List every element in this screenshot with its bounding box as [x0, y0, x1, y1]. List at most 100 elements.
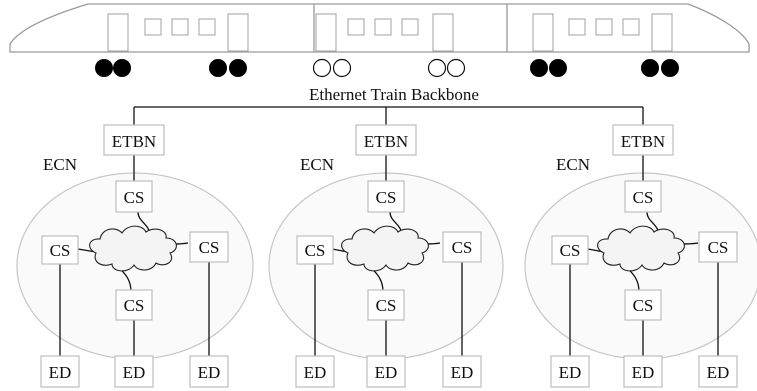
switch-label: CS — [633, 296, 654, 315]
etbn-box — [103, 124, 165, 156]
end-device-label: ED — [451, 363, 474, 382]
ecn-label: ECN — [43, 155, 77, 174]
car-door — [227, 13, 249, 52]
train-body-outline — [9, 3, 750, 53]
car-window — [595, 18, 613, 36]
car-window — [401, 18, 419, 36]
network-cloud — [341, 225, 429, 272]
wheel-powered — [95, 59, 113, 77]
ecn-label: ECN — [556, 155, 590, 174]
switch-bottom: CS — [367, 289, 405, 321]
end-device-box — [366, 355, 406, 388]
switch-box — [442, 231, 482, 263]
train-car-2 — [315, 13, 454, 52]
etbn-node: ETBN — [103, 124, 165, 156]
car-door — [107, 13, 129, 52]
wheel-powered — [549, 59, 567, 77]
switch-label: CS — [124, 296, 145, 315]
end-device-label: ED — [632, 363, 655, 382]
consist-network-3: ECN ETBN CS CS CS CS — [524, 124, 757, 388]
switch-bottom: CS — [624, 289, 662, 321]
switch-box — [624, 180, 662, 213]
end-device-label: ED — [375, 363, 398, 382]
etbn-box — [355, 124, 417, 156]
end-device-box — [295, 355, 335, 388]
wheel-powered — [229, 59, 247, 77]
switch-box — [189, 231, 229, 263]
switch-top: CS — [115, 180, 153, 213]
end-device: ED — [623, 355, 663, 388]
car-window — [144, 18, 162, 36]
switch-label: CS — [633, 188, 654, 207]
wheel-trailer — [427, 58, 447, 78]
etbn-label: ETBN — [621, 132, 665, 151]
switch-left: CS — [41, 235, 79, 265]
end-device-label: ED — [198, 363, 221, 382]
switch-box — [551, 235, 589, 265]
end-device: ED — [442, 355, 482, 388]
switch-label: CS — [50, 241, 71, 260]
switch-label: CS — [305, 241, 326, 260]
switch-right: CS — [698, 231, 738, 263]
switch-label: CS — [376, 296, 397, 315]
switch-label: CS — [452, 238, 473, 257]
train-car-3 — [532, 13, 673, 52]
end-device-label: ED — [123, 363, 146, 382]
wheel-powered — [113, 59, 131, 77]
car-window — [622, 18, 640, 36]
switch-label: CS — [560, 241, 581, 260]
switch-label: CS — [708, 238, 729, 257]
switch-top: CS — [367, 180, 405, 213]
switch-label: CS — [199, 238, 220, 257]
end-device-label: ED — [559, 363, 582, 382]
switch-box — [296, 235, 334, 265]
etbn-box — [612, 124, 674, 156]
network-cloud — [89, 225, 177, 272]
switch-right: CS — [189, 231, 229, 263]
end-device-label: ED — [707, 363, 730, 382]
switch-box — [698, 231, 738, 263]
end-device: ED — [40, 355, 80, 388]
wheel-powered — [530, 59, 548, 77]
switch-box — [624, 289, 662, 321]
end-device-label: ED — [304, 363, 327, 382]
wheel-trailer — [332, 58, 352, 78]
switch-right: CS — [442, 231, 482, 263]
switch-box — [41, 235, 79, 265]
network-cloud — [597, 225, 685, 272]
end-device: ED — [550, 355, 590, 388]
etbn-label: ETBN — [112, 132, 156, 151]
wheel-powered — [641, 59, 659, 77]
wheel-powered — [209, 59, 227, 77]
end-device: ED — [189, 355, 229, 388]
end-device: ED — [114, 355, 154, 388]
etbn-label: ETBN — [364, 132, 408, 151]
car-window — [171, 18, 189, 36]
consist-network-1: ECN ETBN CS CS CS CS — [16, 124, 254, 388]
end-device-box — [698, 355, 738, 388]
car-window — [198, 18, 216, 36]
etbn-node: ETBN — [355, 124, 417, 156]
car-window — [568, 18, 586, 36]
switch-box — [115, 180, 153, 213]
switch-left: CS — [296, 235, 334, 265]
etbn-node: ETBN — [612, 124, 674, 156]
switch-box — [367, 180, 405, 213]
car-window — [347, 18, 365, 36]
wheel-trailer — [446, 58, 466, 78]
end-device-label: ED — [49, 363, 72, 382]
backbone-lines — [133, 106, 644, 125]
wheel-powered — [661, 59, 679, 77]
switch-bottom: CS — [115, 289, 153, 321]
end-device-box — [550, 355, 590, 388]
end-device: ED — [698, 355, 738, 388]
switch-top: CS — [624, 180, 662, 213]
car-door — [532, 13, 554, 52]
switch-label: CS — [376, 188, 397, 207]
end-device-box — [623, 355, 663, 388]
switch-box — [115, 289, 153, 321]
end-device-box — [114, 355, 154, 388]
car-door — [432, 13, 454, 52]
switch-label: CS — [124, 188, 145, 207]
